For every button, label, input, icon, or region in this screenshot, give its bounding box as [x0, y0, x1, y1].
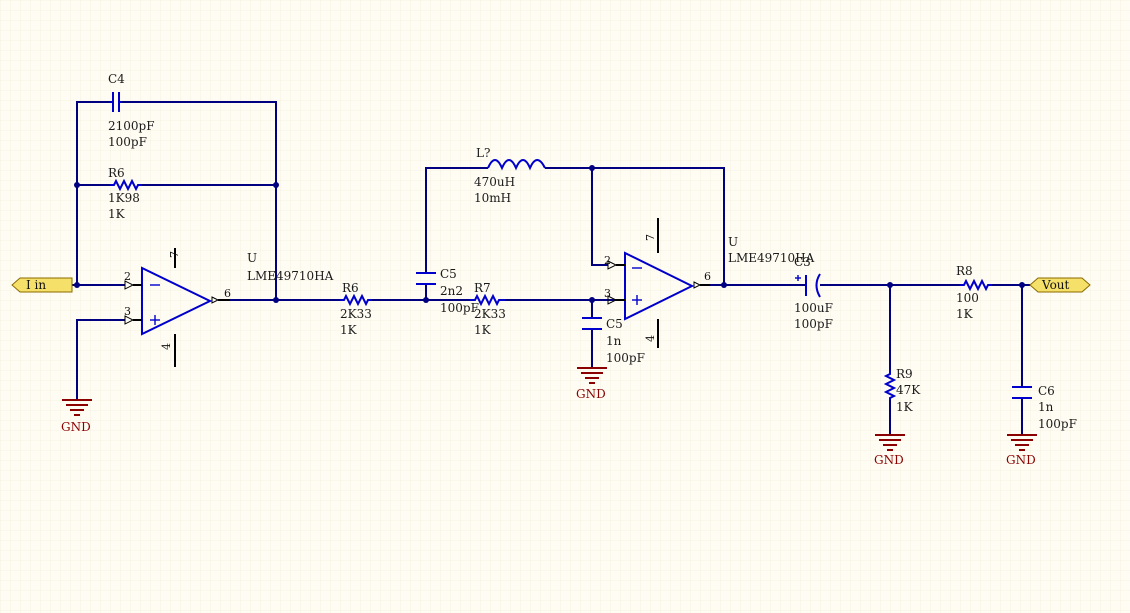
r8-designator: R8: [956, 264, 973, 278]
capacitor-c3[interactable]: C3 100uF 100pF: [794, 255, 833, 331]
u1-designator: U: [247, 251, 257, 265]
u1-part: LME49710HA: [247, 269, 334, 283]
opamp-u2[interactable]: 2 3 6 7 4 U LME49710HA: [604, 218, 815, 348]
c5a-value: 2n2: [440, 284, 463, 298]
u2-pin-2: 2: [604, 254, 611, 267]
c4-alt: 100pF: [108, 135, 147, 149]
r6a-designator: R6: [108, 166, 125, 180]
c5a-designator: C5: [440, 267, 457, 281]
r7-designator: R7: [474, 281, 491, 295]
c6-value: 1n: [1038, 400, 1054, 414]
c5b-designator: C5: [606, 317, 623, 331]
u1-pin-3: 3: [124, 305, 131, 318]
output-port[interactable]: Vout: [1029, 277, 1091, 293]
l1-value: 470uH: [474, 175, 515, 189]
r6b-value: 2K33: [340, 307, 372, 321]
u1-pin-6: 6: [224, 287, 231, 300]
ground-symbol-1: GND: [61, 399, 92, 434]
u2-pin-3: 3: [604, 287, 611, 300]
resistor-r6-series[interactable]: R6 2K33 1K: [340, 281, 372, 337]
resistor-r7[interactable]: R7 2K33 1K: [470, 281, 506, 337]
inductor-l1[interactable]: L? 470uH 10mH: [474, 146, 546, 205]
r9-designator: R9: [896, 367, 913, 381]
l1-designator: L?: [476, 146, 490, 160]
svg-text:I in: I in: [26, 278, 46, 292]
c6-alt: 100pF: [1038, 417, 1077, 431]
c5b-value: 1n: [606, 334, 622, 348]
r6b-designator: R6: [342, 281, 359, 295]
c4-designator: C4: [108, 72, 125, 86]
ground-label: GND: [874, 453, 904, 467]
ground-label: GND: [576, 387, 606, 401]
r8-alt: 1K: [956, 307, 974, 321]
u2-pin-4: 4: [644, 335, 657, 342]
u1-pin-7: 7: [168, 251, 181, 258]
r7-value: 2K33: [474, 307, 506, 321]
c3-value: 100uF: [794, 301, 833, 315]
c6-designator: C6: [1038, 384, 1055, 398]
r9-value: 47K: [896, 383, 921, 397]
r6a-value: 1K98: [108, 191, 140, 205]
u1-pin-4: 4: [160, 343, 173, 350]
c3-alt: 100pF: [794, 317, 833, 331]
r9-alt: 1K: [896, 400, 914, 414]
junctions: [74, 165, 1025, 303]
ground-symbol-4: GND: [1006, 434, 1037, 467]
opamp-u1[interactable]: 2 3 6 7 4 U LME49710HA: [124, 248, 334, 367]
r6b-alt: 1K: [340, 323, 358, 337]
l1-alt: 10mH: [474, 191, 511, 205]
resistor-r8[interactable]: R8 100 1K: [956, 264, 992, 321]
u2-pin-7: 7: [644, 234, 657, 241]
wires: [44, 101, 1030, 435]
r6a-alt: 1K: [108, 207, 126, 221]
resistor-r9[interactable]: R9 47K 1K: [883, 367, 921, 414]
u2-part: LME49710HA: [728, 251, 815, 265]
c3-designator: C3: [794, 255, 811, 269]
u2-designator: U: [728, 235, 738, 249]
ground-label: GND: [61, 420, 91, 434]
c5b-alt: 100pF: [606, 351, 645, 365]
c4-value: 2100pF: [108, 119, 155, 133]
resistor-r6-feedback[interactable]: R6 1K98 1K: [108, 166, 142, 221]
r7-alt: 1K: [474, 323, 492, 337]
r8-value: 100: [956, 291, 979, 305]
c5a-alt: 100pF: [440, 301, 479, 315]
svg-text:Vout: Vout: [1041, 278, 1070, 292]
ground-symbol-2: GND: [576, 367, 607, 401]
u1-pin-2: 2: [124, 270, 131, 283]
capacitor-c4[interactable]: C4 2100pF 100pF: [108, 72, 155, 149]
capacitor-c6[interactable]: C6 1n 100pF: [1012, 384, 1077, 431]
input-port[interactable]: I in: [11, 277, 73, 293]
ground-symbol-3: GND: [874, 434, 905, 467]
ground-label: GND: [1006, 453, 1036, 467]
u2-pin-6: 6: [704, 270, 711, 283]
capacitor-c5-1n[interactable]: C5 1n 100pF: [582, 317, 645, 365]
capacitor-c5-2n2[interactable]: C5 2n2 100pF: [416, 267, 479, 315]
